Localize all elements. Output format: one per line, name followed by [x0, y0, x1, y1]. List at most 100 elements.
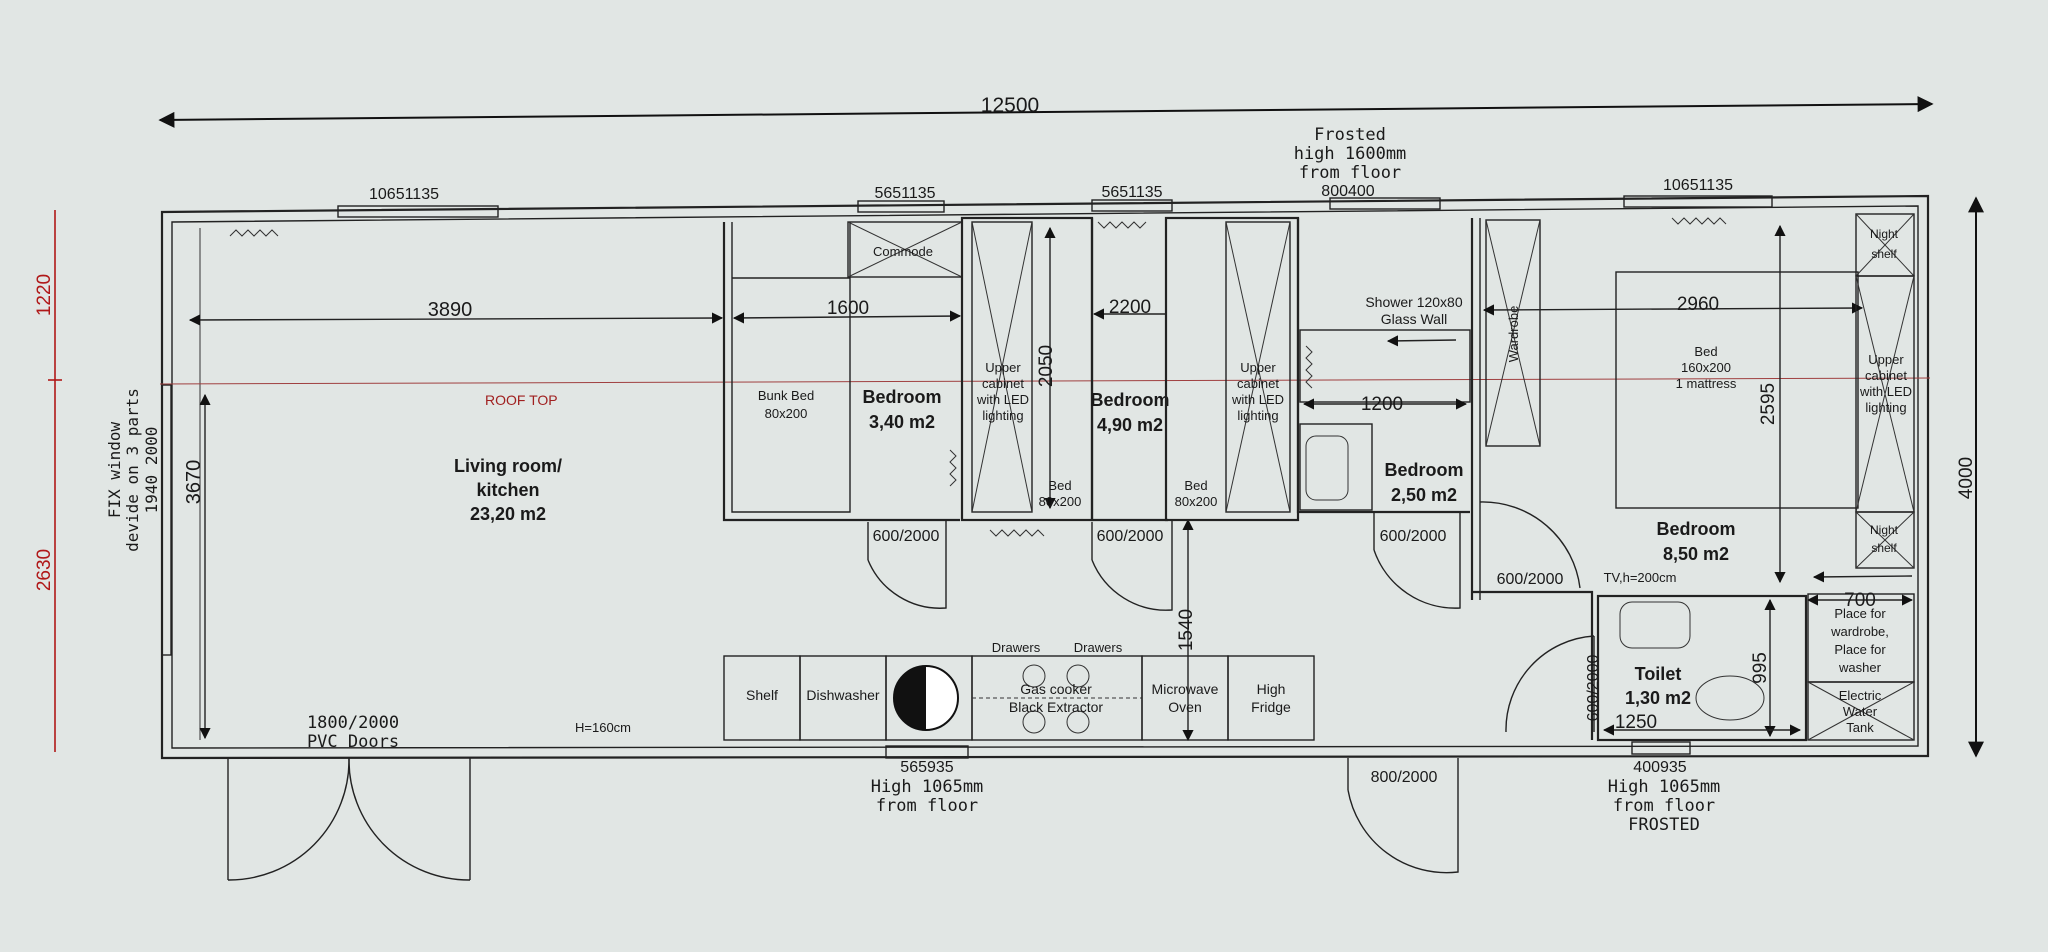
cabinet1-line3: with LED — [976, 392, 1029, 407]
master-width-label: 2960 — [1677, 294, 1719, 315]
radiator-icon — [1097, 221, 1147, 229]
master-bed-line2: 160x200 — [1681, 360, 1731, 375]
radiator-icon — [949, 449, 957, 487]
kitchen-window-note2: from floor — [876, 796, 978, 816]
shower-line1: Shower 120x80 — [1365, 294, 1463, 310]
bed-a-size: 80x200 — [1039, 494, 1082, 509]
bunk-width-label: 1600 — [827, 298, 869, 319]
radiator-icon — [989, 529, 1045, 537]
corridor-label: 1540 — [1176, 609, 1197, 651]
fix-window-note: FIX window devide on 3 parts 1940 2000 — [105, 384, 172, 656]
tv-wall-label: 700 — [1844, 590, 1876, 611]
shelf-label: Shelf — [746, 687, 778, 703]
microwave-line2: Oven — [1168, 699, 1201, 715]
water-tank-line1: Electric — [1839, 688, 1882, 703]
wardrobe-label: Wardrobe — [1506, 306, 1521, 363]
bedroom2-area: 4,90 m2 — [1097, 415, 1163, 435]
cabinet3-line1: Upper — [1868, 352, 1904, 367]
frosted-note-line2: high 1600mm — [1294, 144, 1407, 164]
cooker-line2: Black Extractor — [1009, 699, 1103, 715]
overall-length-label: 12500 — [981, 94, 1039, 117]
cabinet1-line2: cabinet — [982, 376, 1024, 391]
left-red-dimensions: 1220 2630 — [34, 210, 62, 752]
cabinet3-line3: with LED — [1859, 384, 1912, 399]
pvc-doors: 1800/2000 PVC Doors — [227, 713, 471, 881]
window1-label: 10651135 — [369, 186, 439, 203]
wardrobe: Wardrobe — [1470, 218, 1541, 600]
master-depth-label: 2595 — [1758, 383, 1779, 425]
bed-b-size: 80x200 — [1175, 494, 1218, 509]
left-upper-label: 1220 — [34, 274, 55, 316]
overall-width-label: 4000 — [1956, 457, 1977, 499]
living-height-label: 3670 — [183, 460, 205, 505]
microwave-line1: Microwave — [1152, 681, 1219, 697]
drawers2-label: Drawers — [1074, 640, 1123, 655]
toilet: Toilet 1,30 m2 995 1250 600/2000 — [1472, 590, 1808, 742]
window5-label: 10651135 — [1663, 177, 1733, 194]
bedroom-2: 2200 Bedroom 4,90 m2 600/2000 1540 — [1090, 218, 1197, 742]
cabinet3-line2: cabinet — [1865, 368, 1907, 383]
fridge-line1: High — [1257, 681, 1286, 697]
window3-label: 5651135 — [1101, 184, 1162, 201]
tv-label: TV,h=200cm — [1604, 570, 1677, 585]
kitchen-window-note1: High 1065mm — [871, 777, 984, 797]
toilet-name: Toilet — [1635, 664, 1682, 684]
fridge-line2: Fridge — [1251, 699, 1291, 715]
toilet-bowl-icon — [1695, 675, 1765, 721]
commode-label: Commode — [873, 244, 933, 259]
bedroom1-name: Bedroom — [862, 387, 941, 407]
wardrobe-place-line1: Place for — [1834, 606, 1886, 621]
radiator-icon — [229, 229, 279, 237]
fix-window-line2: devide on 3 parts — [123, 388, 142, 552]
pvc-door-size: 1800/2000 — [307, 713, 399, 733]
window2-label: 5651135 — [874, 185, 935, 202]
door1-label: 600/2000 — [873, 528, 940, 545]
cabinet-height-label: 2050 — [1036, 345, 1057, 387]
radiator-icon — [1305, 345, 1313, 389]
master-bed-line3: 1 mattress — [1676, 376, 1737, 391]
dishwasher-label: Dishwasher — [806, 687, 879, 703]
cabinet2-line1: Upper — [1240, 360, 1276, 375]
wardrobe-place-line2: wardrobe, — [1830, 624, 1889, 639]
door2-label: 600/2000 — [1097, 528, 1164, 545]
left-lower-label: 2630 — [34, 549, 55, 591]
overall-length-dimension: 12500 — [158, 94, 1934, 128]
living-length-label: 3890 — [428, 299, 473, 321]
night-shelf-bottom-line2: shelf — [1871, 541, 1897, 555]
cabinet1-line1: Upper — [985, 360, 1021, 375]
bedroom3-name: Bedroom — [1384, 460, 1463, 480]
entrance-door-label: 800/2000 — [1371, 769, 1438, 786]
kitchen-window-label: 565935 — [900, 759, 953, 776]
master-bed-line1: Bed — [1694, 344, 1717, 359]
utility-area: Place for wardrobe, Place for washer Ele… — [1807, 593, 1915, 741]
master-bedroom: 2960 Bed 160x200 1 mattress 2595 Bedroom… — [1479, 213, 1915, 611]
radiator-icon — [1671, 217, 1727, 225]
kitchen-counter: Shelf Dishwasher Drawers Drawers Gas coo… — [723, 640, 1315, 741]
cooker-line1: Gas cooker — [1020, 681, 1092, 697]
cabinet1-line4: lighting — [982, 408, 1023, 423]
cabinet-2: Upper cabinet with LED lighting Bed 80x2… — [1164, 216, 1300, 522]
overall-width-dimension: 4000 — [1956, 196, 1984, 758]
toilet-sink-icon — [1619, 601, 1691, 649]
bed-a-label: Bed — [1048, 478, 1071, 493]
fix-window-size: 1940 2000 — [142, 427, 161, 514]
h-label: H=160cm — [575, 720, 631, 735]
pvc-door-label: PVC Doors — [307, 732, 399, 752]
sink-icon — [1305, 435, 1349, 501]
door3-label: 600/2000 — [1380, 528, 1447, 545]
wardrobe-place-line3: Place for — [1834, 642, 1886, 657]
night-shelf-top-line1: Night — [1870, 227, 1899, 241]
cabinet2-line3: with LED — [1231, 392, 1284, 407]
roof-top-label: ROOF TOP — [485, 392, 558, 408]
master-area: 8,50 m2 — [1663, 544, 1729, 564]
cabinet2-line4: lighting — [1237, 408, 1278, 423]
bunk-bed-label: Bunk Bed — [758, 388, 814, 403]
cabinet-1: Upper cabinet with LED lighting 2050 Bed… — [960, 216, 1094, 537]
drawers1-label: Drawers — [992, 640, 1041, 655]
door5-label: 600/2000 — [1585, 655, 1602, 722]
shower-width-label: 1200 — [1361, 394, 1403, 415]
master-name: Bedroom — [1656, 519, 1735, 539]
frosted-top-note: Frosted high 1600mm from floor — [1294, 125, 1407, 183]
bedroom1-area: 3,40 m2 — [869, 412, 935, 432]
